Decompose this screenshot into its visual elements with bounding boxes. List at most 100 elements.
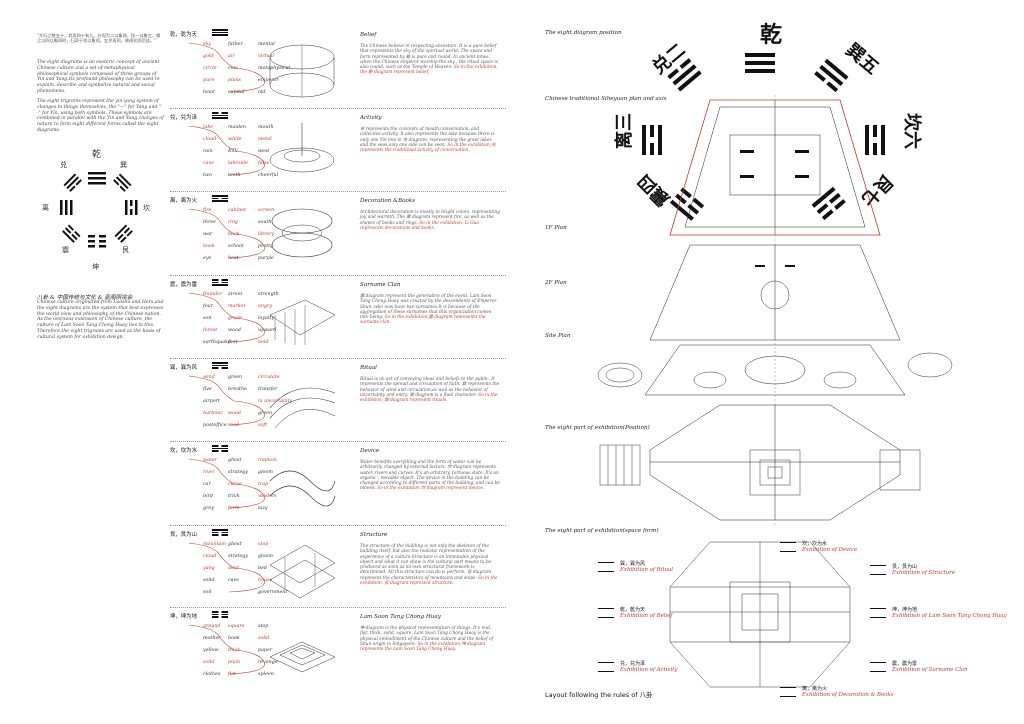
keyword-cell: pretty — [258, 244, 273, 249]
model-drawing — [269, 44, 335, 98]
exhibition-heading: 乾，乾为天 — [620, 607, 646, 613]
keyword-cell: gold — [203, 54, 214, 59]
exhibition-heading: 兑，兑为泽 — [620, 661, 646, 667]
keyword-cell: green — [258, 411, 273, 416]
mini-label-li: 离 — [42, 204, 49, 212]
model-drawing — [269, 387, 336, 429]
keyword-cell: lake — [203, 125, 214, 130]
exhibition-name: Exhibition of Surname Clan — [892, 667, 968, 673]
trigram-icon — [870, 662, 886, 672]
row-description: Ritual is an act of conveying ideas and … — [360, 377, 500, 403]
keyword-cell: wisdom — [258, 494, 277, 499]
keyword-cell: wood — [228, 411, 241, 416]
keyword-cell: grey — [203, 506, 214, 511]
exhibition-name: Exhibition of Device — [802, 547, 858, 553]
keyword-cell: false — [258, 161, 270, 166]
keyword-connector — [188, 292, 265, 343]
keyword-cell: virtual — [258, 54, 274, 59]
keyword-cell: two — [203, 173, 212, 178]
keyword-cell: upward — [258, 328, 277, 333]
keyword-cell: feet — [228, 340, 238, 345]
keyword-cell: bed — [258, 566, 267, 571]
trigram-symbol — [212, 279, 228, 287]
keyword-cell: screen — [258, 208, 275, 213]
keyword-cell: son — [203, 316, 212, 321]
row-heading: 艮，艮为山 — [170, 532, 197, 538]
keyword-cell: school — [228, 244, 244, 249]
keyword-cell: flat — [228, 672, 236, 677]
keyword-cell: bird — [203, 494, 213, 499]
keyword-cell: harbour — [203, 411, 223, 416]
label-2f-plan: 2F Plan — [545, 280, 567, 286]
mini-label-xun: 巽 — [120, 161, 127, 169]
row-description: Architectural decoration is mostly in br… — [360, 210, 500, 231]
row-description-text: The structure of the building is not onl… — [360, 544, 492, 581]
mini-label-zhen: 震 — [62, 246, 69, 254]
keyword-cell: market — [228, 304, 246, 309]
keyword-cell: lazy — [258, 506, 268, 511]
keyword-cell: paper — [258, 648, 273, 653]
keyword-cell: purple — [258, 256, 274, 261]
exhibition-heading: 艮，艮为山 — [892, 564, 918, 570]
row-description: 兑 represents the concepts of mouth,conve… — [360, 127, 500, 153]
keyword-cell: cow — [228, 66, 238, 71]
exhibition-models — [597, 352, 953, 496]
keyword-cell: south — [258, 220, 272, 225]
keyword-cell: heat — [228, 256, 239, 261]
keyword-cell: cave — [203, 161, 215, 166]
row-title: Lam Soon Tang Chong Huay — [360, 614, 441, 620]
keyword-cell: postoffice — [203, 423, 227, 428]
mini-label-dui: 兑 — [60, 161, 67, 169]
keyword-cell: mental — [258, 42, 275, 47]
label-1f-plan: 1F Plan — [545, 225, 567, 231]
row-description-highlight: So in the exhibition, 艮 diagram represen… — [360, 575, 498, 587]
intro-paragraph-1: The eight diagrams is an esoteric concep… — [37, 60, 160, 94]
mini-label-gen: 艮 — [122, 246, 129, 254]
keyword-connector — [188, 208, 265, 259]
row-description: Water benefits everything and the form o… — [360, 460, 500, 492]
keyword-cell: street — [228, 292, 243, 297]
keyword-cell: cheerful — [258, 173, 279, 178]
row-title: Ritual — [360, 365, 377, 371]
keyword-cell: gloom — [258, 470, 273, 475]
exhibition-name: Exhibition of Activity — [620, 667, 678, 673]
exhibition-name: Exhibition of Belief — [620, 613, 673, 619]
keyword-cell: river — [203, 470, 215, 475]
row-separator — [170, 525, 506, 526]
right-title-position: The eight diagram position — [545, 30, 622, 36]
keyword-cell: forest — [203, 328, 218, 333]
label-eight-space: The eight part of exhibition(space form) — [545, 528, 659, 534]
keyword-cell: form — [228, 506, 240, 511]
intro-chinese: "大衍之数五十，其用四十有九。分而为二以象两，挂一以象三，揲之以四以象四时，归奇… — [37, 33, 161, 44]
row-separator — [170, 108, 506, 109]
exhibition-name: Exhibition of Structure — [892, 570, 955, 576]
keyword-cell: revenge — [258, 660, 278, 665]
keyword-cell: soil — [203, 590, 212, 595]
keyword-cell: thunder — [203, 292, 223, 297]
keyword-cell: ghost — [228, 542, 242, 547]
keyword-cell: cabinet — [228, 208, 247, 213]
row-heading: 坎，坎为水 — [170, 448, 197, 454]
keyword-cell: solid — [203, 578, 215, 583]
keyword-cell: lakeside — [228, 161, 249, 166]
row-description-text: 兑 represents the concepts of mouth,conve… — [360, 127, 495, 148]
row-heading: 离，离为火 — [170, 198, 197, 204]
keyword-cell: three — [203, 220, 216, 225]
row-heading: 巽，巽为风 — [170, 365, 197, 371]
keyword-cell: four — [203, 304, 214, 309]
model-drawing — [271, 208, 333, 258]
keyword-cell: ring — [228, 220, 238, 225]
keyword-cell: square — [228, 624, 245, 629]
keyword-cell: five — [203, 387, 212, 392]
row-description-highlight: So in the exhibition,兑 represents the tr… — [360, 142, 496, 154]
keyword-cell: ghost — [228, 458, 242, 463]
trigram-symbol — [212, 529, 228, 537]
keyword-cell: ground — [203, 624, 221, 629]
label-eight-position: The eight part of exhibition(Position) — [545, 425, 650, 431]
